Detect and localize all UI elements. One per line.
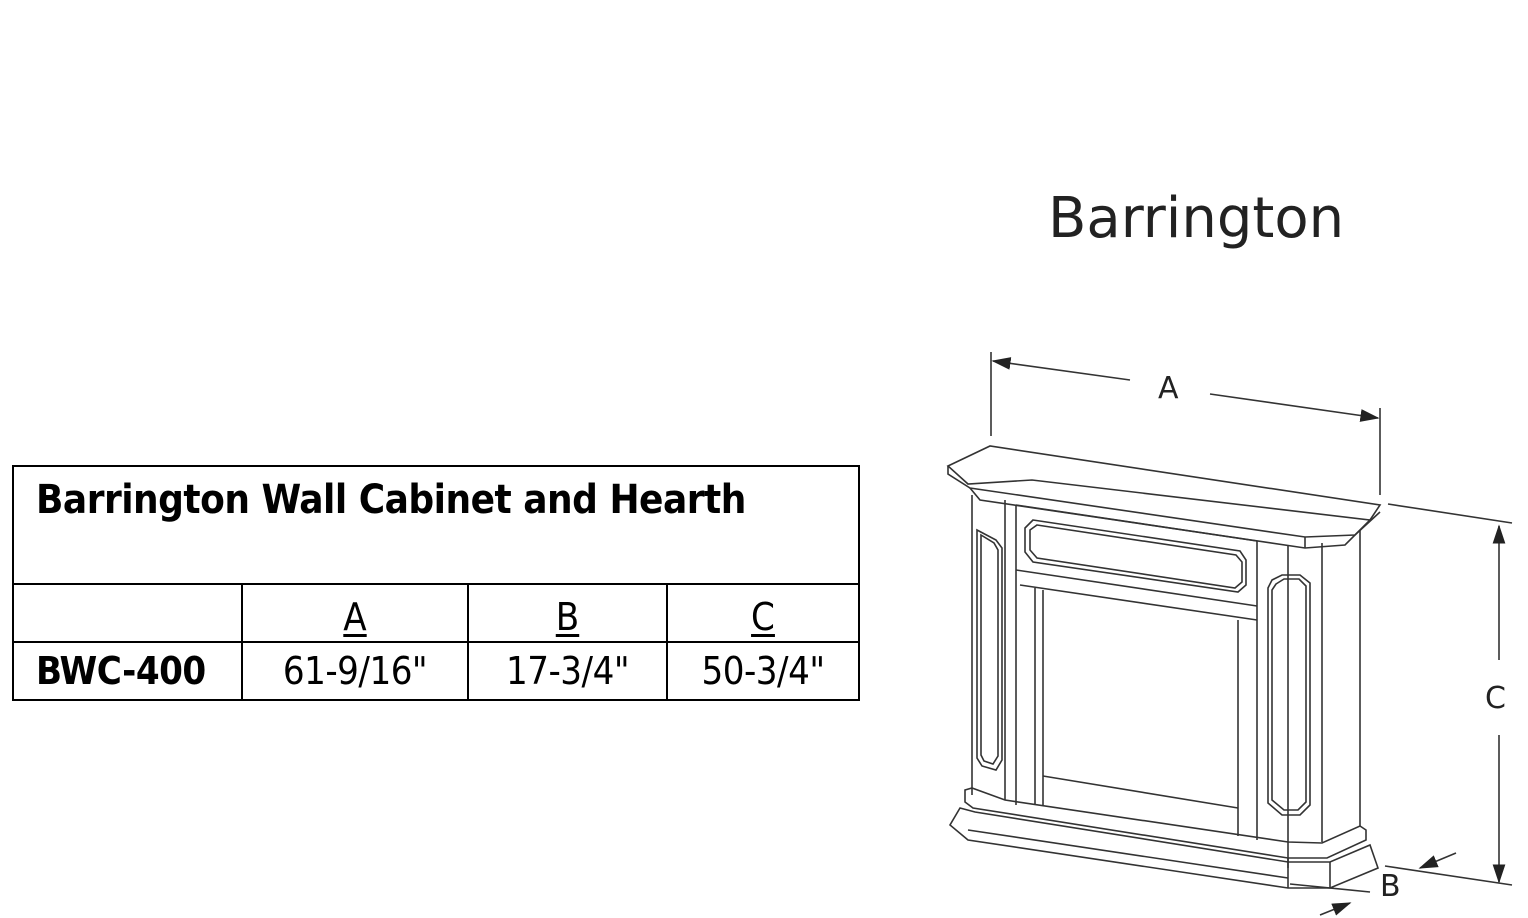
table-header-row: A B C (12, 583, 860, 643)
drawing-title: Barrington (1048, 186, 1345, 251)
cabinet-line-drawing: A C B (946, 352, 1513, 916)
right-pilaster (1267, 530, 1361, 868)
mantel-top (946, 445, 1382, 549)
cell-c: 50-3/4" (666, 641, 860, 701)
hearth-base (948, 787, 1380, 889)
table-title-cell: Barrington Wall Cabinet and Hearth (12, 465, 860, 585)
firebox-opening (1034, 541, 1258, 840)
svg-text:C: C (1485, 681, 1506, 716)
table-row: BWC-400 61-9/16" 17-3/4" 50-3/4" (12, 641, 860, 701)
dimensions-table: Barrington Wall Cabinet and Hearth A B C… (12, 465, 860, 701)
left-pilaster (971, 495, 1017, 805)
cell-b: 17-3/4" (467, 641, 668, 701)
dimension-c: C (1384, 503, 1513, 886)
dimension-a: A (990, 352, 1381, 495)
header-model (12, 583, 243, 643)
cell-model: BWC-400 (12, 641, 243, 701)
header-b: B (467, 583, 668, 643)
upper-panel (1015, 504, 1258, 621)
header-a: A (241, 583, 469, 643)
table-title: Barrington Wall Cabinet and Hearth (36, 477, 746, 523)
svg-text:B: B (1380, 869, 1401, 904)
svg-text:A: A (1158, 371, 1179, 406)
cell-a: 61-9/16" (241, 641, 469, 701)
header-c: C (666, 583, 860, 643)
